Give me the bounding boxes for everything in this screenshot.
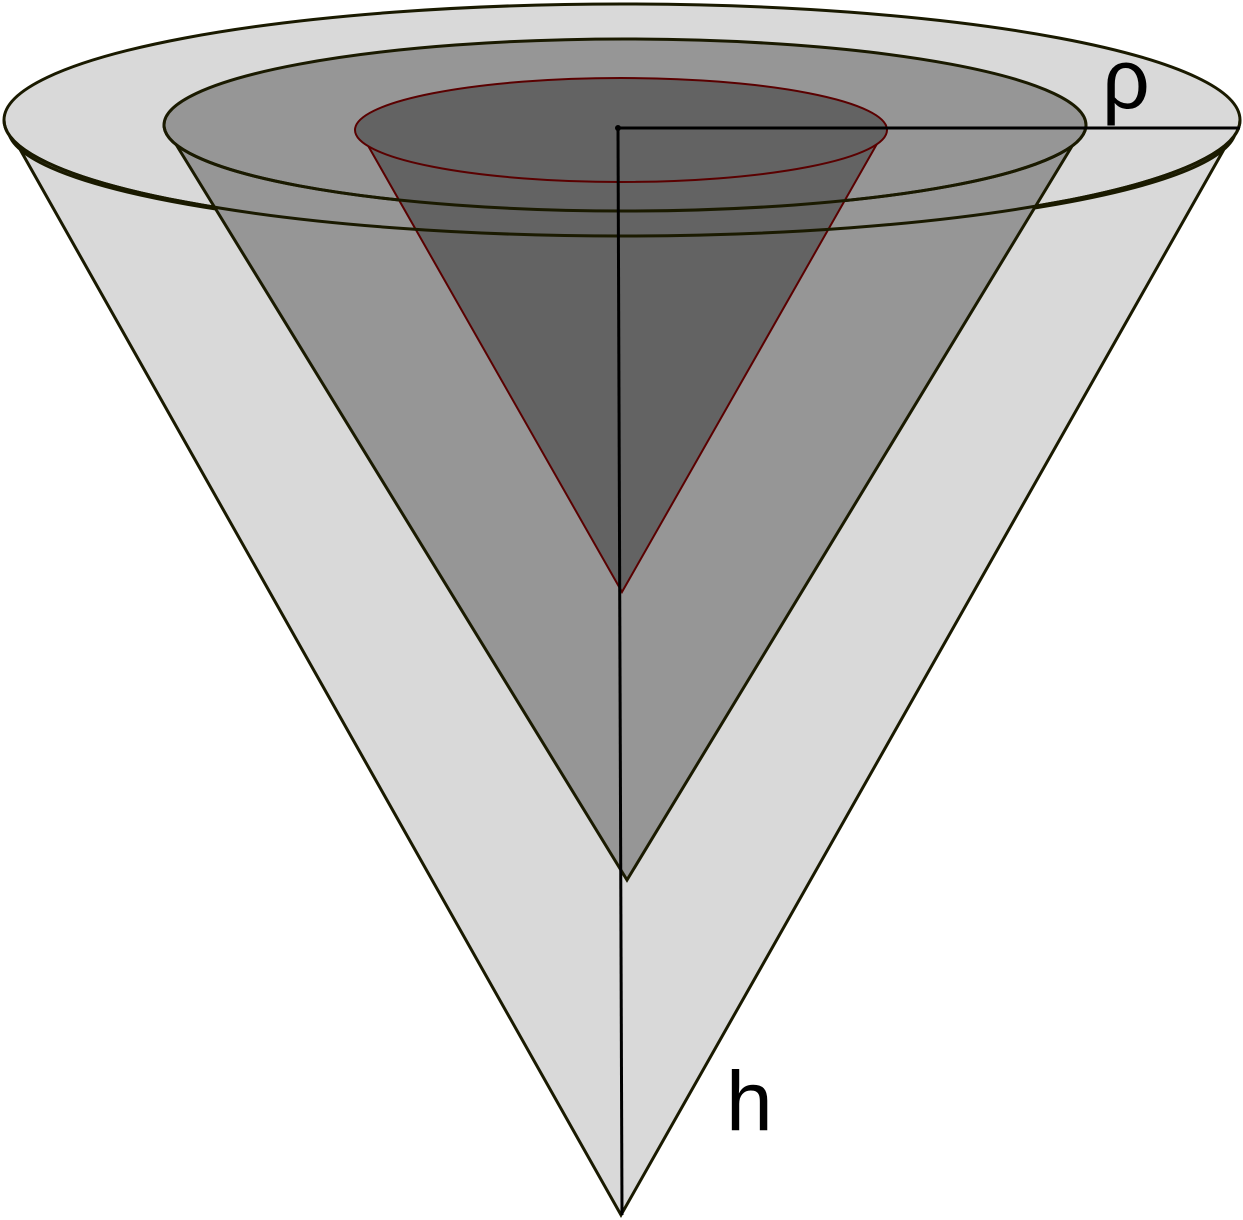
inner-cone	[354, 77, 888, 595]
apex-center-point	[615, 125, 621, 131]
height-axis-line	[616, 127, 624, 1216]
middle-rim-front-arc	[162, 124, 1088, 213]
radius-label: ρ	[1102, 32, 1150, 126]
height-label: h	[726, 1054, 773, 1148]
inner-cone-top-rim	[354, 77, 888, 183]
outer-rim-front-arc	[2, 119, 1242, 238]
